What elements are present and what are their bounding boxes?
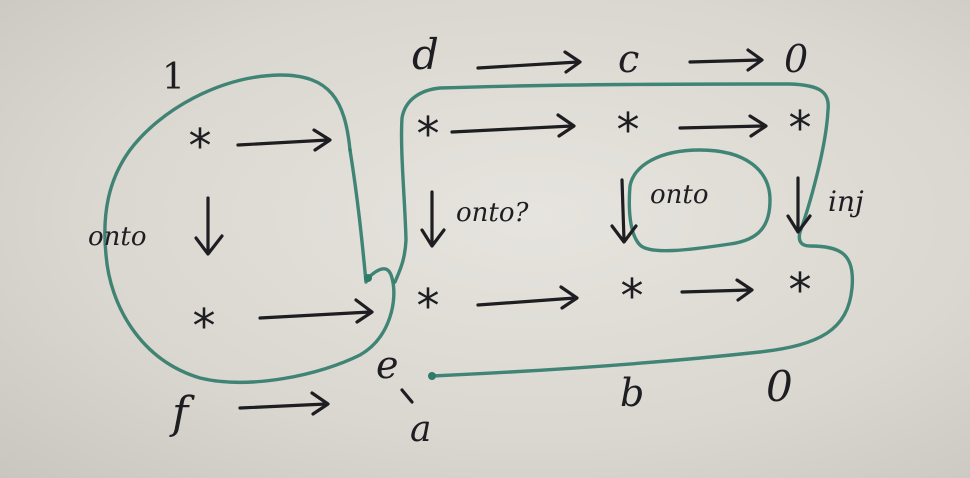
arrow-r1-2: [450, 113, 576, 138]
label-a: a: [410, 409, 432, 450]
node-r1-c1: *: [188, 119, 212, 173]
arrow-r1-3: [678, 114, 768, 138]
arrow-down-col1: [194, 196, 224, 256]
arrow-r1-1: [236, 128, 332, 152]
node-r1-c2: *: [416, 107, 440, 161]
node-r2-c4: *: [788, 263, 812, 317]
label-b: b: [620, 371, 645, 415]
arrow-top-c-0: [688, 48, 764, 72]
label-c: c: [618, 37, 640, 81]
label-one: 1: [162, 57, 185, 98]
loop-end-dot: [364, 274, 372, 282]
arrow-bottom-f-e: [238, 391, 330, 416]
label-e: e: [376, 343, 399, 387]
annotation-onto-mid: onto: [650, 180, 709, 210]
middle-onto-loop: [627, 148, 772, 253]
arrow-top-d-c: [476, 50, 582, 74]
node-r2-c2: *: [416, 279, 440, 333]
arrow-r2-3: [680, 278, 754, 302]
label-d: d: [412, 30, 439, 79]
label-f: f: [172, 388, 189, 439]
annotation-inj: inj: [828, 185, 864, 218]
right-loop: [393, 82, 855, 378]
arrow-down-col3: [610, 178, 638, 244]
arrow-r2-2: [476, 285, 579, 310]
node-r1-c3: *: [616, 103, 640, 157]
label-zero-top: 0: [784, 37, 809, 81]
arrow-r2-1: [258, 298, 374, 324]
left-onto-arrowhead: [348, 148, 368, 284]
node-r2-c3: *: [620, 269, 644, 323]
left-onto-loop: [103, 73, 396, 384]
annotation-onto-question: onto?: [456, 198, 529, 228]
arrow-down-col4: [786, 176, 812, 234]
node-r1-c4: *: [788, 101, 812, 155]
loop-start-dot: [428, 372, 436, 380]
node-r2-c1: *: [192, 299, 216, 353]
annotation-onto-left: onto: [88, 222, 147, 252]
e-a-connector: [400, 388, 414, 404]
label-zero-bottom: 0: [766, 362, 793, 411]
arrow-down-col2: [420, 190, 446, 248]
